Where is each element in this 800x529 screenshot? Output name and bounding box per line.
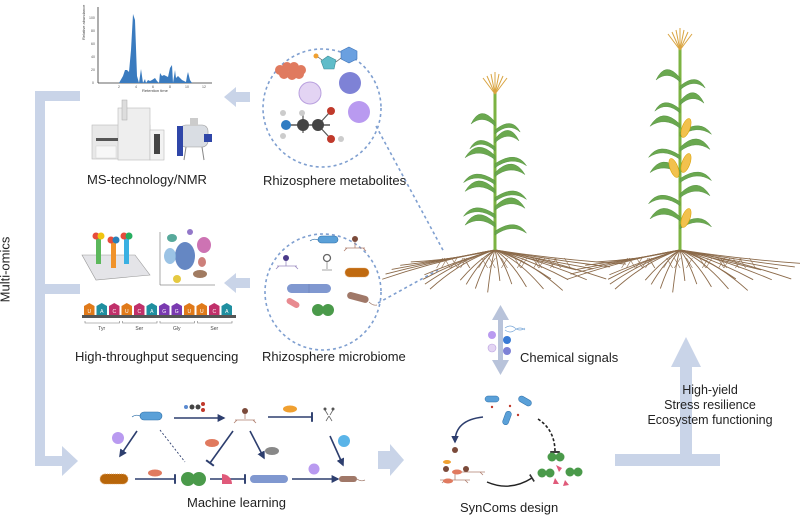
- codon-label: Tyr: [98, 326, 105, 332]
- rna-base: [96, 303, 107, 315]
- xtick: 4: [135, 85, 137, 89]
- ml-edge: [249, 430, 265, 460]
- rna-base: [221, 303, 232, 315]
- chemical-signals-icons: [487, 325, 526, 355]
- xtick: 12: [202, 85, 206, 89]
- sequencing-chip-icon: [81, 232, 151, 281]
- ytick: 0: [92, 81, 94, 85]
- rna-base: [121, 303, 132, 315]
- ytick: 40: [91, 55, 95, 59]
- codon-label: Ser: [210, 326, 218, 332]
- chemical-signals-label: Chemical signals: [520, 350, 619, 365]
- lipid-cluster-icon: [275, 62, 306, 80]
- corn-cob-icon: [668, 158, 680, 178]
- arrow-ml-to-syncoms: [378, 444, 404, 476]
- rna-base-letter: C: [112, 309, 116, 315]
- ml-edge: [159, 429, 186, 463]
- bacterium-icon: [317, 235, 339, 244]
- syncoms-design-label: SynComs design: [460, 500, 559, 515]
- corn-cob-icon: [680, 208, 692, 228]
- mass-spectrometer-icon: [91, 99, 165, 161]
- xtick: 2: [118, 85, 120, 89]
- diplococcus-icon: [312, 304, 324, 316]
- microbiome-dashed-circle: [264, 233, 382, 351]
- ytick: 60: [91, 42, 95, 46]
- rna-sequence: U A C U C A G G U U C A Tyr Ser Gly Ser: [82, 303, 236, 332]
- ml-edge: [205, 430, 234, 467]
- microbiome-label: Rhizosphere microbiome: [262, 349, 406, 364]
- ml-nodes: [99, 402, 366, 486]
- codon-label: Ser: [135, 326, 143, 332]
- rna-base: [184, 303, 195, 315]
- chromatogram-ylabel: Relative abundance: [81, 4, 86, 40]
- xtick: 8: [169, 85, 171, 89]
- rna-base-letter: A: [150, 309, 154, 315]
- rna-base: [159, 303, 170, 315]
- metabolite-sphere-icon: [298, 81, 322, 105]
- outcome-ecosystem-functioning: Ecosystem functioning: [647, 413, 773, 427]
- amino-acid-icon: [280, 107, 344, 143]
- rna-base: [109, 303, 120, 315]
- microbiome-connector: [377, 269, 439, 304]
- syncoms-cycle: [440, 395, 583, 487]
- metabolite-sphere-icon: [339, 72, 361, 94]
- rna-base: [84, 303, 95, 315]
- rna-base: [134, 303, 145, 315]
- corn-cob-icon: [680, 118, 692, 138]
- rna-base-letter: A: [225, 309, 229, 315]
- rna-base-letter: U: [200, 309, 204, 315]
- rna-base: [209, 303, 220, 315]
- nmr-icon: [177, 118, 212, 161]
- signal-molecule-icon: [184, 402, 205, 412]
- multi-omics-bracket: [35, 91, 80, 476]
- rna-base-letter: U: [187, 309, 191, 315]
- ml-edge: [119, 430, 138, 458]
- xtick: 10: [185, 85, 189, 89]
- xtick: 6: [152, 85, 154, 89]
- rna-base-letter: G: [162, 309, 166, 315]
- sequencing-label: High-throughput sequencing: [75, 349, 239, 364]
- multi-omics-label: Multi-omics: [0, 236, 13, 303]
- corn-plant-left-icon: [382, 72, 627, 293]
- outcomes-list: High-yield Stress resilience Ecosystem f…: [630, 383, 790, 428]
- rna-base-letter: C: [137, 309, 141, 315]
- outcome-stress-resilience: Stress resilience: [664, 398, 756, 412]
- ytick: 20: [91, 68, 95, 72]
- chromatogram-chart: Relative abundance Retention time 0 20 4…: [81, 4, 212, 93]
- rod-bacterium-icon: [344, 267, 370, 278]
- outcome-high-yield: High-yield: [682, 383, 738, 397]
- arrow-metabolites-to-ms: [224, 87, 250, 107]
- codon-label: Gly: [173, 326, 181, 332]
- machine-learning-label: Machine learning: [187, 495, 287, 510]
- rna-base-letter: U: [125, 309, 129, 315]
- rna-base-letter: U: [87, 309, 91, 315]
- ms-nmr-label: MS-technology/NMR: [87, 172, 207, 187]
- rna-base: [196, 303, 207, 315]
- rna-base-letter: G: [175, 309, 179, 315]
- ytick: 100: [89, 16, 95, 20]
- ml-edge: [329, 435, 345, 467]
- metabolites-dashed-circle: [262, 48, 382, 168]
- metabolites-label: Rhizosphere metabolites: [263, 173, 407, 188]
- arrow-to-outcomes: [615, 337, 720, 466]
- rna-base: [146, 303, 157, 315]
- microbiome-icons: [275, 235, 378, 316]
- metabolites-icons: [275, 46, 370, 143]
- tsne-plot: [159, 229, 215, 286]
- arrow-microbiome-to-seq: [224, 273, 250, 293]
- hexagon-icon: [340, 46, 358, 64]
- sugar-ring-icon: [320, 55, 337, 70]
- ytick: 80: [91, 29, 95, 33]
- chemical-signals-arrow: [492, 305, 509, 375]
- rna-base-letter: C: [212, 309, 216, 315]
- rna-base-letter: A: [100, 309, 104, 315]
- corn-cob-icon: [680, 153, 692, 173]
- metabolites-connector: [375, 125, 445, 253]
- corn-plant-right-icon: [567, 28, 800, 293]
- chromatogram-xlabel: Retention time: [142, 88, 169, 93]
- rna-base: [171, 303, 182, 315]
- ml-network: [119, 412, 345, 484]
- metabolite-sphere-icon: [348, 101, 370, 123]
